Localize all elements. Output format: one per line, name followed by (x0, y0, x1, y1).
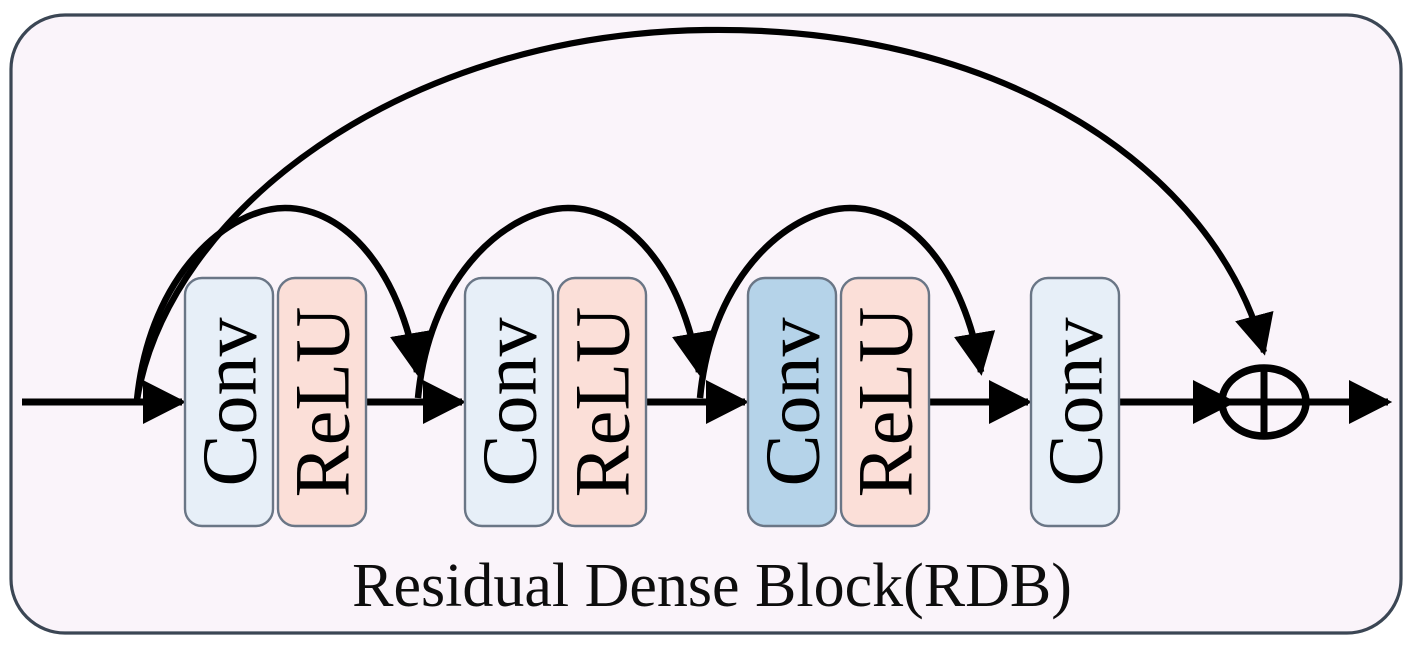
block-relu-1[interactable]: ReLU (276, 276, 368, 528)
block-conv-1[interactable]: Conv (183, 276, 275, 528)
block-relu-3-rect[interactable] (839, 276, 931, 528)
block-conv-2-label: Conv (466, 317, 553, 486)
block-conv-4-label: Conv (1032, 317, 1119, 486)
block-conv-1-label: Conv (186, 317, 273, 486)
block-conv-4-rect[interactable] (1029, 276, 1121, 528)
dense-skip-arc-2 (414, 204, 714, 399)
block-conv-2[interactable]: Conv (463, 276, 555, 528)
plus-circle-icon[interactable] (1218, 364, 1310, 440)
dense-skip-arc-3 (696, 204, 996, 399)
block-relu-2-rect[interactable] (556, 276, 648, 528)
block-relu-1-rect[interactable] (276, 276, 368, 528)
block-relu-1-label: ReLU (279, 307, 366, 498)
block-relu-2[interactable]: ReLU (556, 276, 648, 528)
block-conv-3-label: Conv (749, 317, 836, 486)
unit-blocks: Conv ReLU Conv ReLU Conv ReLU (183, 276, 1121, 528)
block-conv-3[interactable]: Conv (746, 276, 838, 528)
block-relu-2-label: ReLU (559, 307, 646, 498)
dense-skip-arc-1 (133, 204, 432, 401)
block-conv-4[interactable]: Conv (1029, 276, 1121, 528)
block-relu-3-label: ReLU (842, 307, 929, 498)
block-relu-3[interactable]: ReLU (839, 276, 931, 528)
diagram-caption: Residual Dense Block(RDB) (352, 552, 1072, 620)
block-conv-1-rect[interactable] (183, 276, 275, 528)
block-conv-2-rect[interactable] (463, 276, 555, 528)
block-conv-3-rect[interactable] (746, 276, 838, 528)
